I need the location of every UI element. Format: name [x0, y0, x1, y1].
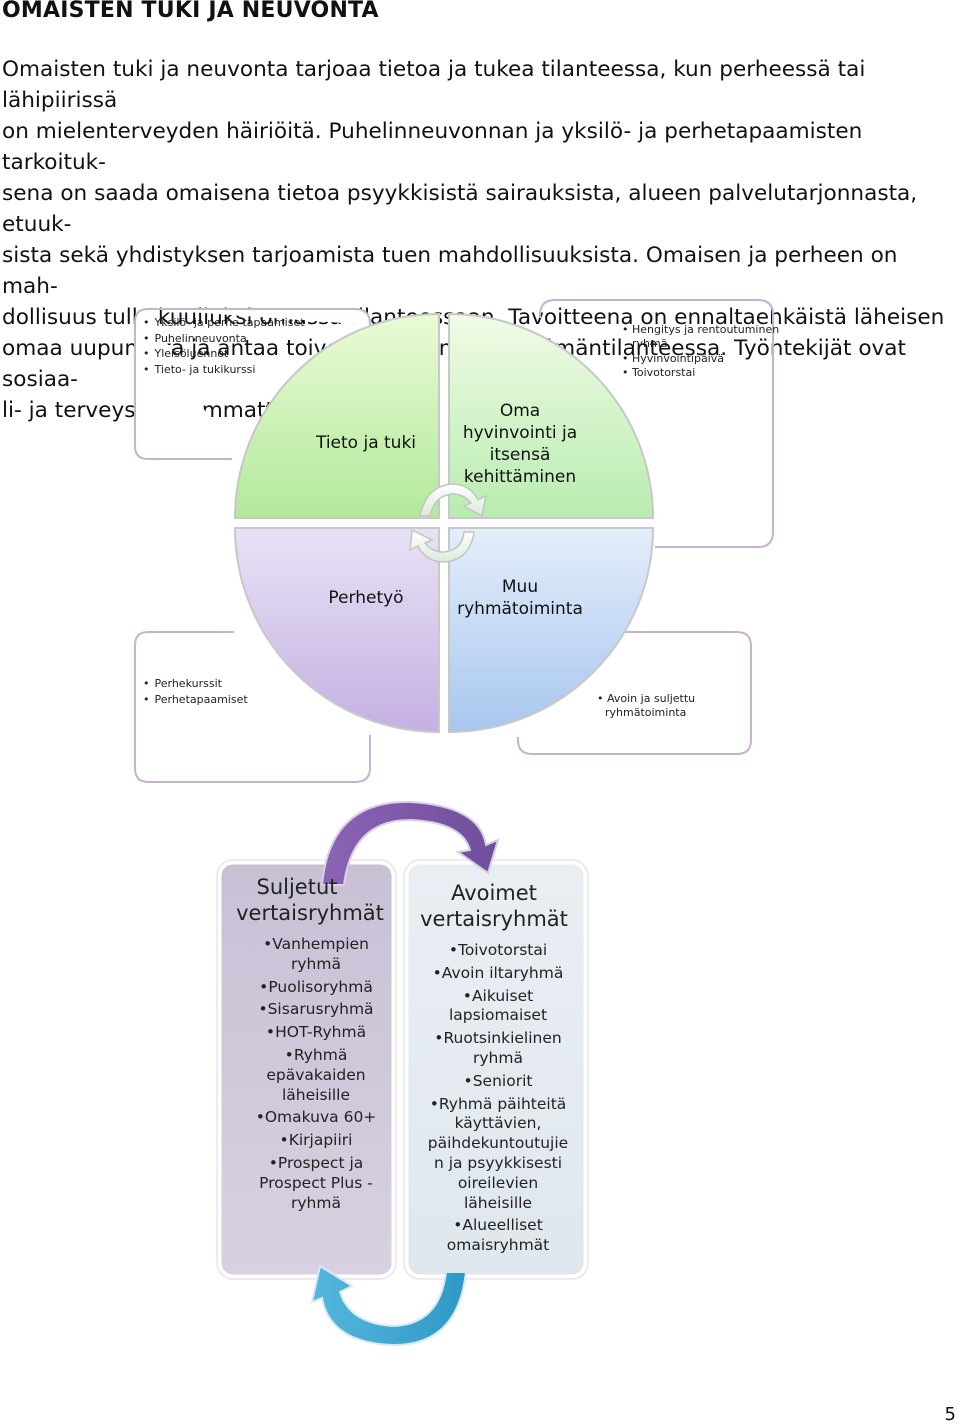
bottom-left-service-list: Perhekurssit Perhetapaamiset	[143, 676, 248, 707]
list-item: Seniorit	[410, 1072, 586, 1092]
quadrant-bottom-left	[233, 527, 440, 734]
intro-line: on mielenterveyden häiriöitä. Puhelinneu…	[2, 119, 863, 175]
list-item: Avoin iltaryhmä	[410, 964, 586, 984]
list-item: Yksilö- ja perhe tapaamiset	[143, 315, 305, 331]
quadrant-label-tieto-ja-tuki: Tieto ja tuki	[315, 433, 417, 453]
list-item: • Hyvinvointipäivä	[622, 351, 724, 365]
list-item: • Avoin ja suljettu	[597, 692, 696, 705]
callout-box-top-right	[539, 299, 774, 548]
list-item: Puhelinneuvonta	[143, 331, 305, 347]
quadrant-bottom-right	[448, 527, 655, 734]
services-diagram	[134, 299, 774, 783]
intro-line: Omaisten tuki ja neuvonta tarjoaa tietoa…	[2, 57, 866, 113]
bottom-cycle-arrow-icon	[310, 1264, 468, 1347]
top-right-service-list: • Hengitys ja rentoutuminen -ryhmä • Hyv…	[622, 323, 779, 380]
quadrant-label-perhetyo: Perhetyö	[328, 588, 404, 608]
list-item-continuation: -ryhmä	[628, 337, 668, 351]
list-item: Omakuva 60+	[232, 1108, 400, 1128]
open-groups-list: Toivotorstai Avoin iltaryhmä Aikuisetlap…	[410, 941, 586, 1259]
list-item: Sisarusryhmä	[232, 1000, 400, 1020]
quadrant-top-left	[233, 312, 440, 519]
circular-arrow-top-icon	[419, 483, 488, 518]
closed-groups-title: Suljetut vertaisryhmät	[236, 875, 384, 925]
intro-line: sena on saada omaisena tietoa psyykkisis…	[2, 181, 918, 237]
list-item: • Hengitys ja rentoutuminen	[622, 323, 780, 336]
list-item: Yleisöluennot	[143, 346, 305, 362]
list-item: • Toivotorstai	[622, 365, 696, 379]
page-number: 5	[944, 1404, 956, 1425]
bottom-right-service-list: • Avoin ja suljettu ryhmätoiminta	[597, 692, 695, 719]
list-item-continuation: ryhmätoiminta	[605, 705, 687, 719]
open-groups-panel-outline	[403, 859, 589, 1280]
open-groups-title: Avoimet vertaisryhmät	[420, 881, 568, 931]
page-heading: OMAISTEN TUKI JA NEUVONTA	[2, 0, 379, 23]
list-item: Toivotorstai	[410, 941, 586, 961]
list-item: Puolisoryhmä	[232, 978, 400, 998]
callout-box-bottom-left	[134, 631, 371, 783]
intro-line: sista sekä yhdistyksen tarjoamista tuen …	[2, 243, 898, 299]
quadrant-top-right	[448, 312, 655, 519]
list-item: Tieto- ja tukikurssi	[143, 362, 305, 378]
circular-arrow-bottom-icon	[409, 528, 475, 563]
quadrant-label-muu-ryhmatoiminta: Muu ryhmätoiminta	[457, 577, 583, 619]
callout-box-bottom-right	[517, 631, 752, 755]
top-cycle-arrow-icon	[320, 800, 500, 886]
list-item: Ryhmä päihteitäkäyttävien,päihdekuntoutu…	[410, 1095, 586, 1214]
quadrant-label-oma-hyvinvointi: Oma hyvinvointi ja itsensä kehittäminen	[462, 401, 578, 487]
top-left-service-list: Yksilö- ja perhe tapaamiset Puhelinneuvo…	[143, 315, 305, 377]
list-item: HOT-Ryhmä	[232, 1023, 400, 1043]
list-item: Kirjapiiri	[232, 1131, 400, 1151]
list-item: Perhetapaamiset	[143, 692, 248, 708]
callout-box-top-left	[134, 308, 371, 460]
list-item: Perhekurssit	[143, 676, 248, 692]
